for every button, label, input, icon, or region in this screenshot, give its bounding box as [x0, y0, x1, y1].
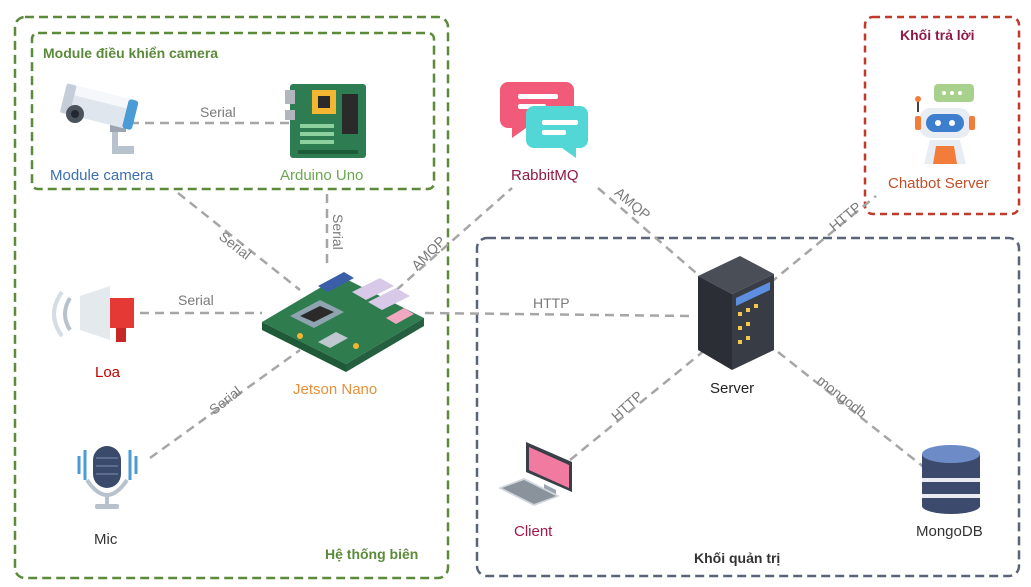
edge-server-chatbot: [769, 195, 877, 284]
speaker-label: Loa: [95, 364, 121, 381]
camera-module-group: [30, 31, 436, 191]
edge-label-jetson-server: HTTP: [533, 295, 570, 311]
edge-label-camera-arduino: Serial: [200, 104, 236, 120]
edge-system-title: Hệ thống biên: [325, 546, 419, 562]
database-icon: [922, 445, 980, 514]
desktop-computer-icon: [498, 442, 572, 506]
robot-icon: [915, 84, 975, 164]
edge-label-arduino-jetson: Serial: [330, 214, 346, 250]
server-rack-icon: [698, 256, 774, 370]
rabbitmq-label: RabbitMQ: [511, 167, 579, 184]
edge-label-speaker-jetson: Serial: [178, 292, 214, 308]
edge-jetson-server: [424, 311, 693, 318]
chatbot-server-label: Chatbot Server: [888, 175, 989, 192]
edge-server-mongodb: [777, 351, 926, 469]
edge-system-group: [13, 15, 450, 580]
mongodb-label: MongoDB: [916, 523, 983, 540]
motherboard-icon: [262, 272, 424, 372]
mic-label: Mic: [94, 531, 118, 548]
reply-block-group: [863, 15, 1021, 216]
circuit-board-icon: [285, 84, 366, 158]
camera-module-title: Module điều khiển camera: [43, 45, 219, 61]
client-label: Client: [514, 523, 553, 540]
edge-rabbitmq-server: [597, 187, 711, 286]
security-camera-icon: [60, 83, 139, 154]
megaphone-icon: [52, 286, 134, 342]
chat-bubbles-icon: [500, 82, 588, 158]
admin-block-title: Khối quản trị: [694, 550, 781, 566]
module-camera-label: Module camera: [50, 167, 154, 184]
microphone-icon: [77, 446, 138, 509]
jetson-nano-label: Jetson Nano: [293, 381, 378, 398]
edge-camera-jetson: [177, 192, 301, 291]
reply-block-title: Khối trả lời: [900, 27, 975, 43]
admin-block-group: [475, 236, 1021, 578]
edge-jetson-rabbitmq: [384, 187, 513, 301]
edge-mic-jetson: [149, 348, 301, 460]
arduino-uno-label: Arduino Uno: [280, 167, 364, 184]
server-label: Server: [710, 380, 755, 397]
